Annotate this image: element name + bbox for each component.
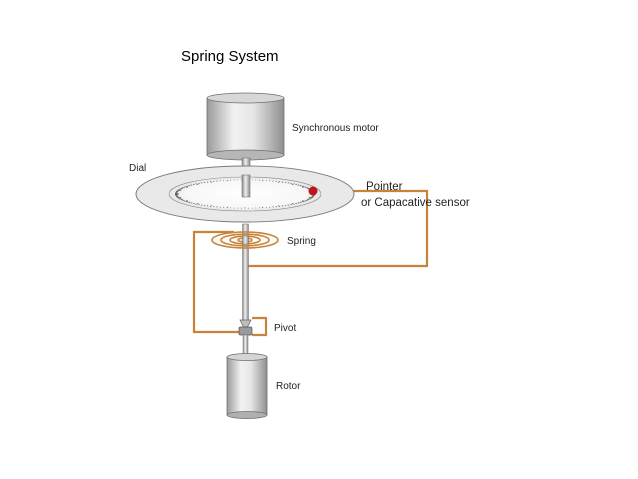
dial-tick <box>226 179 229 182</box>
synchronous-motor <box>206 92 285 161</box>
dial-tick <box>269 206 271 208</box>
dial-tick <box>290 182 292 185</box>
pivot <box>238 319 253 336</box>
dial-tick <box>216 206 218 208</box>
label-dial: Dial <box>129 163 146 174</box>
dial-tick <box>219 206 221 208</box>
dial-tick <box>213 205 215 208</box>
pointer-dot <box>308 186 318 196</box>
dial-tick <box>275 205 277 208</box>
dial-tick <box>287 204 290 206</box>
label-rotor: Rotor <box>276 381 301 392</box>
dial-tick <box>200 204 203 206</box>
diagram-title: Spring System <box>181 48 279 65</box>
dial-tick <box>226 206 229 209</box>
dial-tick <box>265 206 267 209</box>
dial-tick <box>291 203 295 205</box>
dial-tick <box>223 179 225 182</box>
dial-tick <box>302 200 306 202</box>
dial-tick <box>269 180 271 182</box>
dial-tick <box>198 203 200 206</box>
dial-tick <box>203 204 206 207</box>
label-pivot: Pivot <box>274 323 296 334</box>
label-spring: Spring <box>287 236 316 247</box>
dial-tick <box>281 205 284 207</box>
sensor-wiring <box>192 189 429 337</box>
dial-tick <box>203 181 206 184</box>
dial-tick <box>272 206 274 208</box>
dial-tick <box>281 181 284 183</box>
dial-tick <box>284 204 287 207</box>
dial-tick <box>261 179 264 182</box>
dial-tick <box>290 203 292 206</box>
dial-tick <box>287 182 290 184</box>
label-synchronous-motor: Synchronous motor <box>292 123 379 134</box>
dial-shaft <box>241 174 251 198</box>
dial-tick <box>258 179 260 181</box>
dial-tick <box>209 181 213 183</box>
dial-tick <box>277 205 281 207</box>
dial-tick <box>200 182 203 184</box>
dial-tick <box>195 203 199 205</box>
dial-tick <box>277 181 281 183</box>
rotor <box>226 353 268 419</box>
dial-tick <box>209 205 213 207</box>
dial-tick <box>198 182 200 185</box>
dial-tick <box>261 206 264 209</box>
dial-tick <box>272 180 274 182</box>
dial-tick <box>230 207 232 209</box>
dial-tick <box>265 179 267 182</box>
label-capacitive-sensor: or Capacative sensor <box>361 197 470 209</box>
dial-tick <box>284 181 287 184</box>
dial-tick <box>291 183 295 185</box>
dial-tick <box>206 205 209 207</box>
dial-tick <box>213 180 215 183</box>
dial-tick <box>258 207 260 209</box>
dial-tick <box>230 179 232 181</box>
dial-tick <box>184 186 188 188</box>
dial-tick <box>195 183 199 185</box>
dial-tick <box>223 206 225 209</box>
label-pointer: Pointer <box>366 181 403 193</box>
dial-tick <box>275 180 277 183</box>
dial-tick <box>184 200 188 202</box>
dial-tick <box>219 180 221 182</box>
dial-tick <box>302 186 306 188</box>
dial-tick <box>206 181 209 183</box>
dial-tick <box>216 180 218 182</box>
